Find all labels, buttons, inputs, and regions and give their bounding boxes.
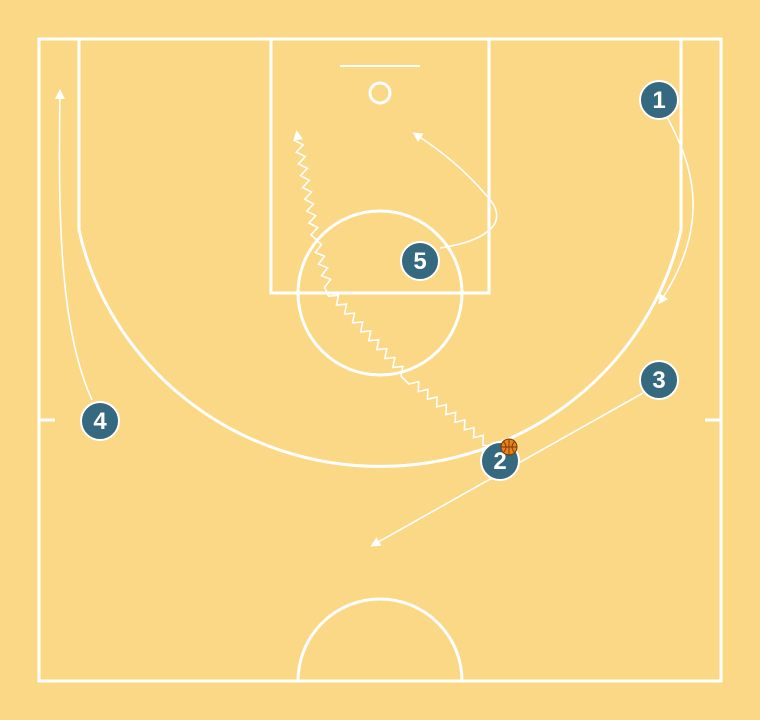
player-number: 3 xyxy=(652,367,665,394)
player-number: 2 xyxy=(493,448,506,475)
player-marker xyxy=(400,241,440,281)
center-circle xyxy=(296,597,464,682)
cut-path-player-5 xyxy=(412,132,498,249)
player-marker xyxy=(80,401,120,441)
three-point-line xyxy=(77,39,683,468)
player-number: 5 xyxy=(413,248,426,275)
player-5: 5 xyxy=(400,241,440,281)
player-marker xyxy=(639,80,679,120)
basket-rim xyxy=(368,81,392,105)
court-boundary xyxy=(37,37,723,683)
players: 1 2 3 4 5 xyxy=(80,80,679,481)
play-movements xyxy=(54,89,694,547)
court-lines xyxy=(37,37,723,683)
player-number: 4 xyxy=(93,408,107,435)
player-marker xyxy=(639,360,679,400)
player-1: 1 xyxy=(639,80,679,120)
paint-area xyxy=(269,37,491,295)
player-2: 2 xyxy=(480,438,520,481)
cut-path-player-1 xyxy=(658,116,694,305)
dribble-path-player-2 xyxy=(293,130,491,447)
player-3: 3 xyxy=(639,360,679,400)
player-4: 4 xyxy=(80,401,120,441)
free-throw-circle xyxy=(296,209,464,377)
basketball-icon xyxy=(500,438,518,456)
cut-path-player-4 xyxy=(54,89,93,401)
player-number: 1 xyxy=(652,87,665,114)
